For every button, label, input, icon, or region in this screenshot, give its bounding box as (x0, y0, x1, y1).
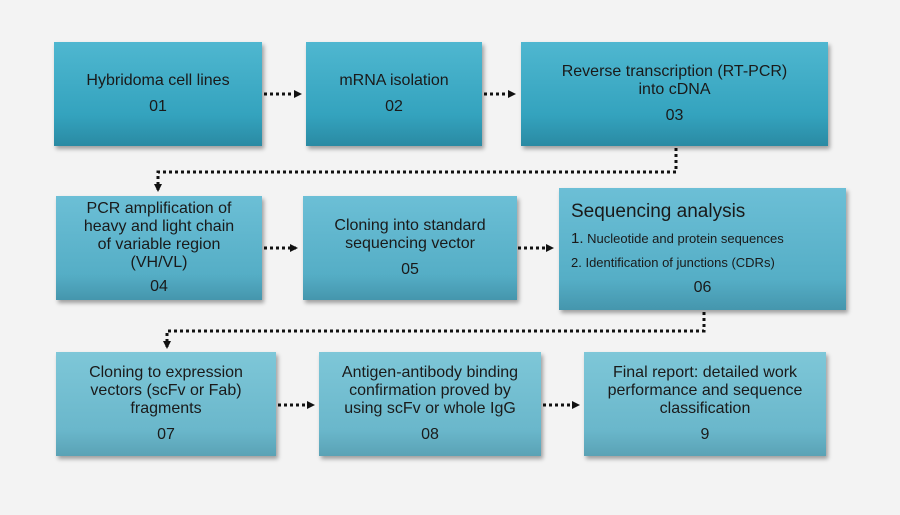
step-03-label-line1: Reverse transcription (RT-PCR) (561, 63, 788, 80)
step-07-label-line1: Cloning to expression (89, 364, 243, 381)
step-06-title: Sequencing analysis (571, 201, 746, 222)
step-04-label-line2: heavy and light chain (83, 218, 235, 235)
step-06-item-1-text: Nucleotide and protein sequences (587, 231, 784, 246)
step-08-box: Antigen-antibody binding confirmation pr… (319, 352, 541, 456)
step-05-label-line1: Cloning into standard (334, 217, 486, 234)
step-08-number: 08 (421, 426, 439, 443)
step-05-label-line2: sequencing vector (345, 235, 475, 252)
step-07-box: Cloning to expression vectors (scFv or F… (56, 352, 276, 456)
step-07-label-line3: fragments (130, 400, 202, 417)
step-04-box: PCR amplification of heavy and light cha… (56, 196, 262, 300)
step-06-number: 06 (693, 279, 712, 296)
step-09-label-line2: performance and sequence (607, 382, 803, 399)
step-02-box: mRNA isolation 02 (306, 42, 482, 146)
step-08-label-line2: confirmation proved by (349, 382, 511, 399)
step-09-box: Final report: detailed work performance … (584, 352, 826, 456)
step-04-number: 04 (150, 278, 168, 295)
step-01-label: Hybridoma cell lines (86, 72, 230, 89)
step-03-number: 03 (665, 107, 684, 124)
step-08-label-line3: using scFv or whole IgG (344, 400, 516, 417)
step-03-box: Reverse transcription (RT-PCR) into cDNA… (521, 42, 828, 146)
step-06-item-1-number: 1. (571, 230, 584, 247)
step-03-label-line2: into cDNA (638, 81, 711, 98)
step-09-number: 9 (700, 426, 710, 443)
step-06-item-2: 2. Identification of junctions (CDRs) (571, 255, 775, 271)
step-01-number: 01 (149, 98, 167, 115)
step-05-box: Cloning into standard sequencing vector … (303, 196, 517, 300)
step-07-label-line2: vectors (scFv or Fab) (90, 382, 242, 399)
step-06-item-1: 1. Nucleotide and protein sequences (571, 231, 784, 247)
step-06-item-2-text: Identification of junctions (CDRs) (585, 255, 775, 270)
step-02-label: mRNA isolation (339, 72, 449, 89)
step-06-item-2-number: 2. (571, 255, 582, 270)
arrow-06-07 (163, 312, 706, 349)
step-02-number: 02 (385, 98, 403, 115)
step-08-label-line1: Antigen-antibody binding (341, 364, 519, 381)
step-01-box: Hybridoma cell lines 01 (54, 42, 262, 146)
step-09-label-line1: Final report: detailed work (612, 364, 798, 381)
step-04-label-line1: PCR amplification of (86, 200, 232, 217)
step-07-number: 07 (157, 426, 175, 443)
step-05-number: 05 (401, 261, 419, 278)
step-04-label-line3: of variable region (97, 236, 221, 253)
step-04-label-line4: (VH/VL) (130, 254, 188, 271)
arrow-03-04 (154, 148, 678, 192)
step-09-label-line3: classification (659, 400, 751, 417)
step-06-box: Sequencing analysis 1. Nucleotide and pr… (559, 188, 846, 310)
